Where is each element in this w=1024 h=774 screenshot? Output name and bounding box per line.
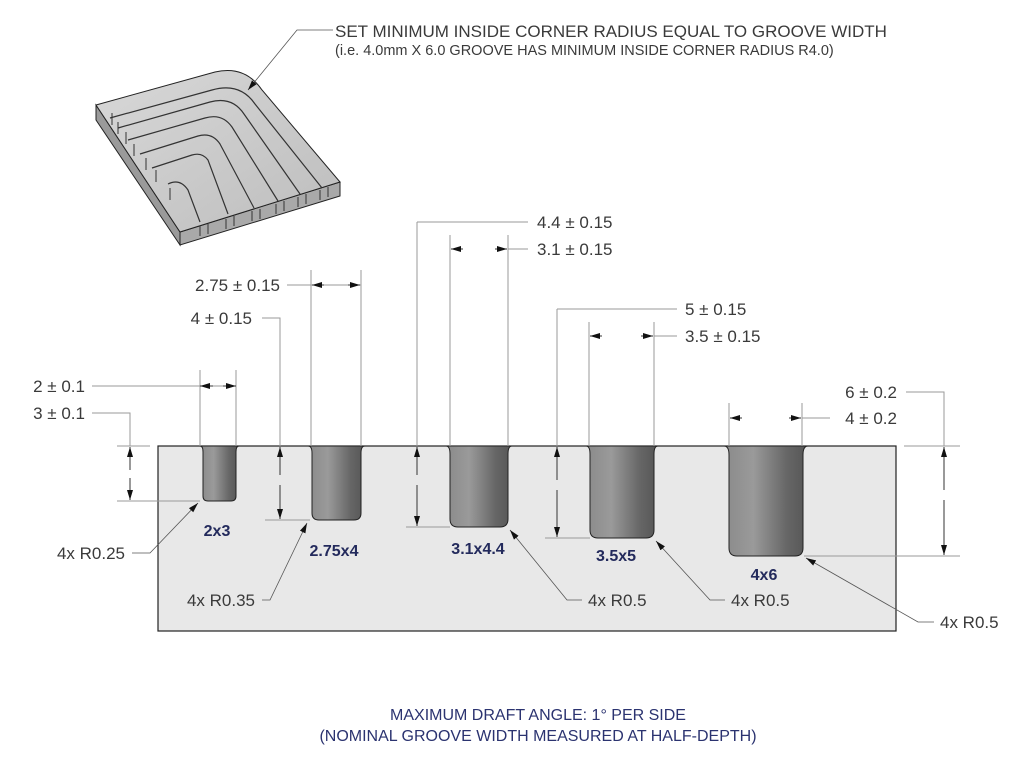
radius-callout-3.5x5: 4x R0.5 [731,591,790,610]
radius-callout-2.75x4: 4x R0.35 [187,591,255,610]
isometric-part-illustration [95,70,341,247]
title-note-line2: (i.e. 4.0mm X 6.0 GROOVE HAS MINIMUM INS… [335,43,834,59]
groove-label-3.5x5: 3.5x5 [596,548,636,565]
radius-callout-3.1x4.4: 4x R0.5 [588,591,647,610]
width-dim-2x3: 2 ± 0.1 [33,377,85,396]
corner-radius-leader [247,29,333,91]
depth-dim-3.1x4.4: 4.4 ± 0.15 [537,213,613,232]
groove-4x6 [723,445,809,557]
depth-dim-4x6: 6 ± 0.2 [845,383,897,402]
depth-dim-2x3: 3 ± 0.1 [33,404,85,423]
groove-3.1x4.4 [445,445,513,528]
groove-2.75x4 [307,445,366,521]
depth-dim-2.75x4: 4 ± 0.15 [191,309,252,328]
groove-label-4x6: 4x6 [751,567,778,584]
dimension-group-4x6 [728,391,960,623]
dimension-group-2.75x4 [262,270,362,601]
groove-label-2x3: 2x3 [204,523,231,540]
title-note-line1: SET MINIMUM INSIDE CORNER RADIUS EQUAL T… [335,22,887,41]
groove-3.5x5 [585,445,659,539]
width-dim-3.5x5: 3.5 ± 0.15 [685,327,761,346]
depth-dim-3.5x5: 5 ± 0.15 [685,300,746,319]
dimension-group-3.1x4.4 [406,221,582,601]
radius-callout-2x3: 4x R0.25 [57,544,125,563]
dimension-group-2x3 [92,370,237,554]
width-dim-4x6: 4 ± 0.2 [845,409,897,428]
width-dim-2.75x4: 2.75 ± 0.15 [195,276,280,295]
groove-label-3.1x4.4: 3.1x4.4 [451,541,504,558]
footer-note-line2: (NOMINAL GROOVE WIDTH MEASURED AT HALF-D… [319,728,756,745]
width-dim-3.1x4.4: 3.1 ± 0.15 [537,240,613,259]
groove-2x3 [199,445,240,502]
dimension-group-3.5x5 [545,308,725,601]
radius-callout-4x6: 4x R0.5 [940,613,999,632]
groove-label-2.75x4: 2.75x4 [310,543,359,560]
footer-note-line1: MAXIMUM DRAFT ANGLE: 1° PER SIDE [390,707,686,724]
section-view [157,445,897,632]
